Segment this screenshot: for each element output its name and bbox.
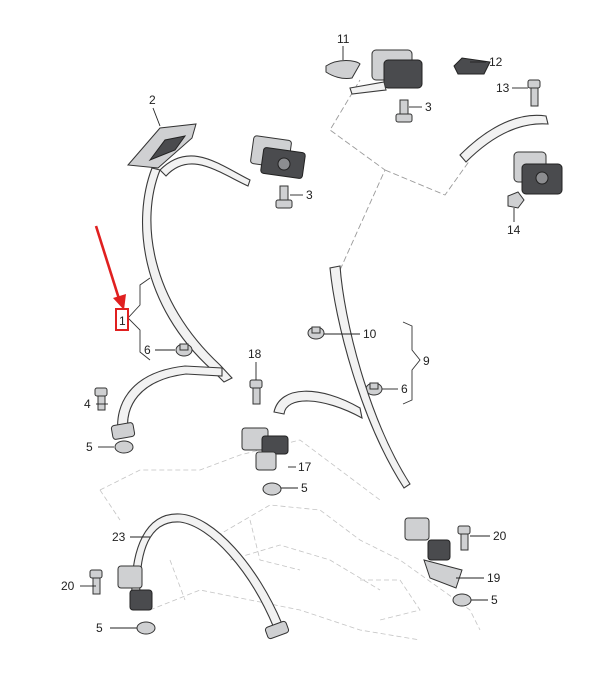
- rear-center-strap: [273, 390, 363, 420]
- callout-14: 14: [507, 223, 521, 237]
- callout-5b: 5: [301, 481, 308, 495]
- callout-3a: 3: [306, 188, 313, 202]
- callout-20b: 20: [493, 529, 507, 543]
- callout-5d: 5: [491, 593, 498, 607]
- callout-17: 17: [298, 460, 312, 474]
- callout-18: 18: [248, 347, 262, 361]
- bolt-3b: [395, 99, 413, 123]
- group-bracket-9: [402, 321, 421, 405]
- bolt-20b: [457, 525, 471, 551]
- callout-19: 19: [487, 571, 501, 585]
- washer-5d: [452, 593, 472, 607]
- rear-belt-long-webbing: [329, 265, 411, 489]
- callout-20a: 20: [61, 579, 75, 593]
- front-seat-belt-assembly: [110, 123, 306, 440]
- highlight-box: [115, 308, 129, 331]
- buckle-17: [241, 427, 289, 471]
- buckle-19: [404, 517, 463, 589]
- bolt-4: [94, 387, 108, 411]
- front-belt-anchor-strap: [117, 365, 223, 433]
- highlight-arrow: [94, 225, 126, 310]
- callout-6a: 6: [144, 343, 151, 357]
- button-cap-12: [453, 57, 491, 75]
- front-belt-webbing: [142, 167, 233, 383]
- front-retractor: [250, 135, 306, 179]
- rear-belt-upper-webbing: [459, 114, 549, 163]
- callout-1: 1: [119, 314, 126, 328]
- nut-14: [507, 191, 525, 209]
- washer-5b: [262, 482, 282, 496]
- assembly-guide-lines: [329, 79, 471, 271]
- bolt-3a: [275, 185, 293, 209]
- fasteners: [89, 79, 541, 635]
- clip-10: [307, 326, 325, 340]
- callout-23: 23: [112, 530, 126, 544]
- rear-left-end-fitting: [264, 620, 290, 640]
- callout-6b: 6: [401, 382, 408, 396]
- bolt-20a: [89, 569, 103, 595]
- rear-left-webbing: [131, 513, 283, 629]
- callout-5c: 5: [96, 621, 103, 635]
- washer-5c: [136, 621, 156, 635]
- callout-2: 2: [149, 93, 156, 107]
- callout-11: 11: [337, 32, 350, 46]
- washer-5a: [114, 440, 134, 454]
- rear-retractor-center: [349, 49, 423, 95]
- callout-13: 13: [496, 81, 510, 95]
- bolt-18: [249, 379, 263, 405]
- callout-12: 12: [489, 55, 503, 69]
- callout-4: 4: [84, 397, 91, 411]
- rear-retractor-right: [513, 151, 563, 195]
- front-belt-lower-anchor: [110, 422, 136, 440]
- callout-labels: 1 2 3 3 4 5 5 5 5 6 6 9 10 11 12 13 14 1…: [61, 32, 521, 635]
- trim-cover-11: [325, 60, 361, 79]
- bolt-13: [527, 79, 541, 107]
- callout-5a: 5: [86, 440, 93, 454]
- leader-lines: [80, 46, 528, 629]
- callout-9: 9: [423, 354, 430, 368]
- callout-10: 10: [363, 327, 377, 341]
- rear-left-seat-belt: [117, 513, 290, 640]
- rear-seat-belt-assembly: [241, 49, 563, 589]
- rear-left-buckle: [117, 565, 153, 611]
- vehicle-floor-outline: [99, 439, 481, 641]
- clip-6a: [175, 343, 193, 357]
- front-belt-upper-webbing: [159, 155, 251, 187]
- callout-3b: 3: [425, 100, 432, 114]
